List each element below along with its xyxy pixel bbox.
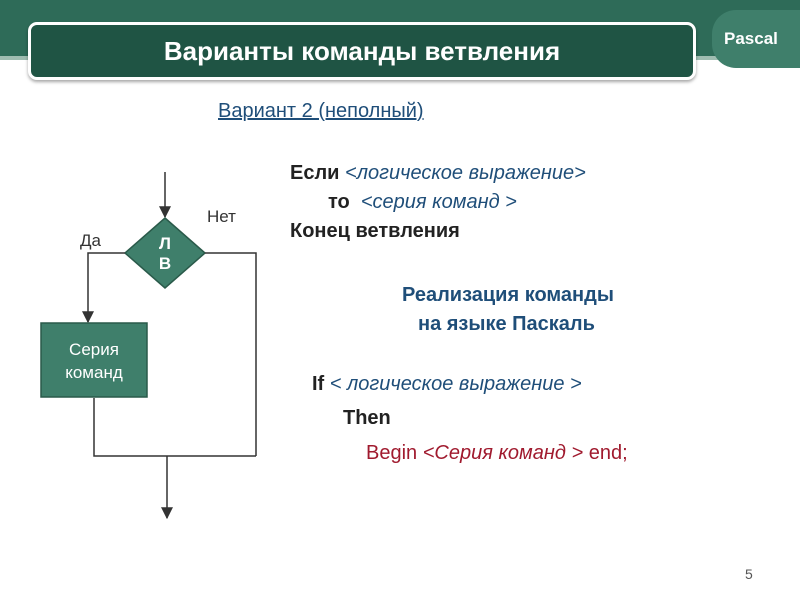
pascal-begin-line: Begin <Серия команд > end; <box>366 442 628 465</box>
yes-branch-arrow <box>82 252 125 324</box>
pseudo-then-expression: <серия команд > <box>360 191 517 213</box>
pascal-begin-keyword: Begin <box>366 442 418 464</box>
decision-label-line2: В <box>159 254 171 273</box>
decision-diamond <box>123 217 207 289</box>
slide-title: Варианты команды ветвления <box>28 22 696 80</box>
pascal-if-keyword: If <box>312 373 325 395</box>
process-label-line1: Серия <box>69 340 119 359</box>
pascal-end-keyword: end; <box>588 442 628 464</box>
process-label-line2: команд <box>65 363 123 382</box>
pascal-if-expression: < логическое выражение > <box>329 373 582 395</box>
pascal-body: <Серия команд > <box>422 442 584 464</box>
process-box <box>40 322 148 398</box>
decision-label-line1: Л <box>159 234 171 253</box>
pseudo-end-line: Конец ветвления <box>290 220 460 242</box>
variant-subtitle: Вариант 2 (неполный) <box>218 100 424 122</box>
impl-heading-line1: Реализация команды <box>402 284 614 306</box>
pseudo-then-keyword: то <box>328 191 350 213</box>
merge-line <box>93 398 256 457</box>
pascal-if-line: If < логическое выражение > <box>312 373 582 396</box>
pseudo-if-line: Если <логическое выражение> <box>290 162 586 185</box>
pseudo-if-keyword: Если <box>290 162 340 184</box>
pseudo-if-expression: <логическое выражение> <box>345 162 586 184</box>
no-branch-line <box>205 252 257 456</box>
page-number: 5 <box>745 566 753 582</box>
pascal-badge: Pascal <box>712 10 800 68</box>
yes-label: Да <box>80 231 102 250</box>
pseudo-then-line: то <серия команд > <box>328 191 517 214</box>
pascal-then-keyword: Then <box>343 407 391 429</box>
no-label: Нет <box>207 207 236 226</box>
impl-heading-line2: на языке Паскаль <box>418 313 595 335</box>
